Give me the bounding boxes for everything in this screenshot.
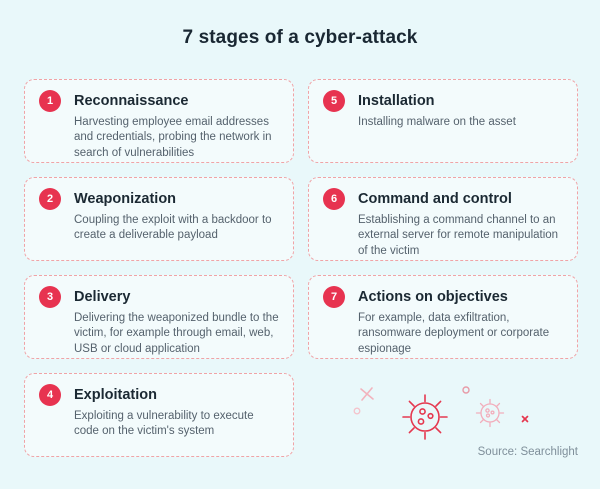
stage-description: Exploiting a vulnerability to execute co… [74, 410, 254, 438]
stage-head: 3 Delivery [39, 286, 279, 308]
stage-box-command-and-control: 6 Command and control Establishing a com… [308, 177, 578, 261]
stage-description: Coupling the exploit with a backdoor to … [74, 214, 272, 242]
stage-box-installation: 5 Installation Installing malware on the… [308, 79, 578, 163]
stage-box-weaponization: 2 Weaponization Coupling the exploit wit… [24, 177, 294, 261]
stage-title: Weaponization [74, 191, 177, 207]
stage-description: Establishing a command channel to an ext… [358, 214, 559, 257]
stage-title: Exploitation [74, 387, 157, 403]
stage-head: 5 Installation [323, 90, 563, 112]
stage-description: For example, data exfiltration, ransomwa… [358, 312, 550, 355]
stage-head: 2 Weaponization [39, 188, 279, 210]
source-attribution: Source: Searchlight [477, 446, 578, 458]
stage-head: 4 Exploitation [39, 384, 279, 406]
stage-box-exploitation: 4 Exploitation Exploiting a vulnerabilit… [24, 373, 294, 457]
stage-head: 7 Actions on objectives [323, 286, 563, 308]
stage-title: Delivery [74, 289, 131, 305]
stage-description: Installing malware on the asset [358, 116, 516, 128]
stage-title: Installation [358, 93, 435, 109]
stage-box-reconnaissance: 1 Reconnaissance Harvesting employee ema… [24, 79, 294, 163]
stage-box-delivery: 3 Delivery Delivering the weaponized bun… [24, 275, 294, 359]
stage-head: 6 Command and control [323, 188, 563, 210]
virus-decoration [353, 386, 529, 440]
stage-number-badge: 4 [39, 384, 61, 406]
virus-small-icon [475, 398, 505, 428]
stage-title: Command and control [358, 191, 512, 207]
stage-number-badge: 7 [323, 286, 345, 308]
dot-circle-icon [353, 407, 361, 415]
page-title: 7 stages of a cyber-attack [182, 27, 418, 48]
stage-number-badge: 3 [39, 286, 61, 308]
stage-title: Actions on objectives [358, 289, 508, 305]
left-column: 1 Reconnaissance Harvesting employee ema… [24, 79, 294, 457]
stage-number-badge: 6 [323, 188, 345, 210]
stage-description: Delivering the weaponized bundle to the … [74, 312, 279, 355]
stage-number-badge: 2 [39, 188, 61, 210]
virus-large-icon [402, 394, 448, 440]
stage-number-badge: 1 [39, 90, 61, 112]
dot-circle-icon [462, 386, 470, 394]
right-column: 5 Installation Installing malware on the… [308, 79, 578, 359]
stage-number-badge: 5 [323, 90, 345, 112]
stage-description: Harvesting employee email addresses and … [74, 116, 272, 159]
x-mark-icon [521, 415, 529, 423]
stage-title: Reconnaissance [74, 93, 189, 109]
stage-head: 1 Reconnaissance [39, 90, 279, 112]
stage-box-actions-on-objectives: 7 Actions on objectives For example, dat… [308, 275, 578, 359]
cross-mark-icon [360, 387, 374, 401]
